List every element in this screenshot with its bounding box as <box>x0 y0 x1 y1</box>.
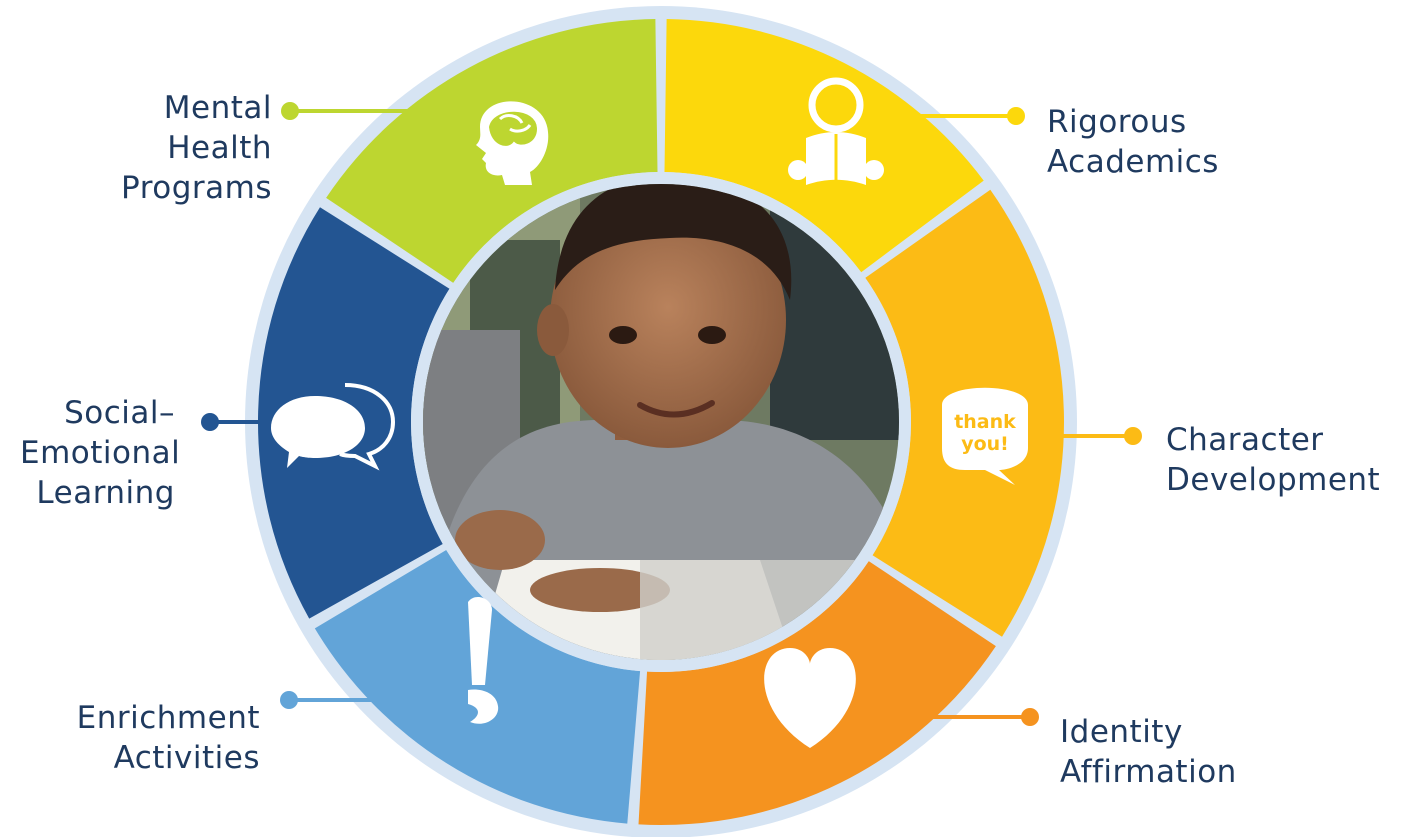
label-line: Health <box>167 130 272 166</box>
label-line: Mental <box>163 90 272 126</box>
connector-dot-character-development <box>1124 427 1142 445</box>
connector-dot-rigorous-academics <box>1007 107 1025 125</box>
thank-you-text-line2: you! <box>961 433 1009 455</box>
label-line: Identity <box>1060 714 1183 750</box>
label-enrichment-activities: Enrichment Activities <box>40 698 260 778</box>
connector-dot-enrichment-activities <box>280 691 298 709</box>
label-identity-affirmation: Identity Affirmation <box>1060 712 1290 792</box>
connectors-group <box>201 102 1142 726</box>
label-line: Affirmation <box>1060 754 1237 790</box>
connector-dot-mental-health <box>281 102 299 120</box>
label-social-emotional-learning: Social– Emotional Learning <box>20 393 181 513</box>
segment-enrichment-activities <box>314 550 641 824</box>
label-line: Learning <box>36 475 175 511</box>
label-rigorous-academics: Rigorous Academics <box>1047 102 1267 182</box>
heart-icon <box>764 648 856 748</box>
label-mental-health-programs: Mental Health Programs <box>100 88 272 208</box>
brain-head-icon <box>476 101 549 185</box>
paintbrush-icon <box>468 596 499 724</box>
label-line: Emotional <box>20 435 181 471</box>
label-line: Academics <box>1047 144 1219 180</box>
label-line: Development <box>1166 462 1381 498</box>
label-line: Social– <box>64 395 175 431</box>
connector-dot-social-emotional-learning <box>201 413 219 431</box>
label-line: Character <box>1166 422 1324 458</box>
connector-dot-identity-affirmation <box>1021 708 1039 726</box>
thank-you-bubble-icon: thank you! <box>942 387 1028 485</box>
label-character-development: Character Development <box>1166 420 1396 500</box>
label-line: Enrichment <box>76 700 260 736</box>
label-line: Activities <box>113 740 260 776</box>
thank-you-text-line1: thank <box>954 411 1016 433</box>
label-line: Programs <box>121 170 272 206</box>
reader-icon <box>788 77 884 185</box>
label-line: Rigorous <box>1047 104 1187 140</box>
speech-bubbles-icon <box>271 383 396 471</box>
